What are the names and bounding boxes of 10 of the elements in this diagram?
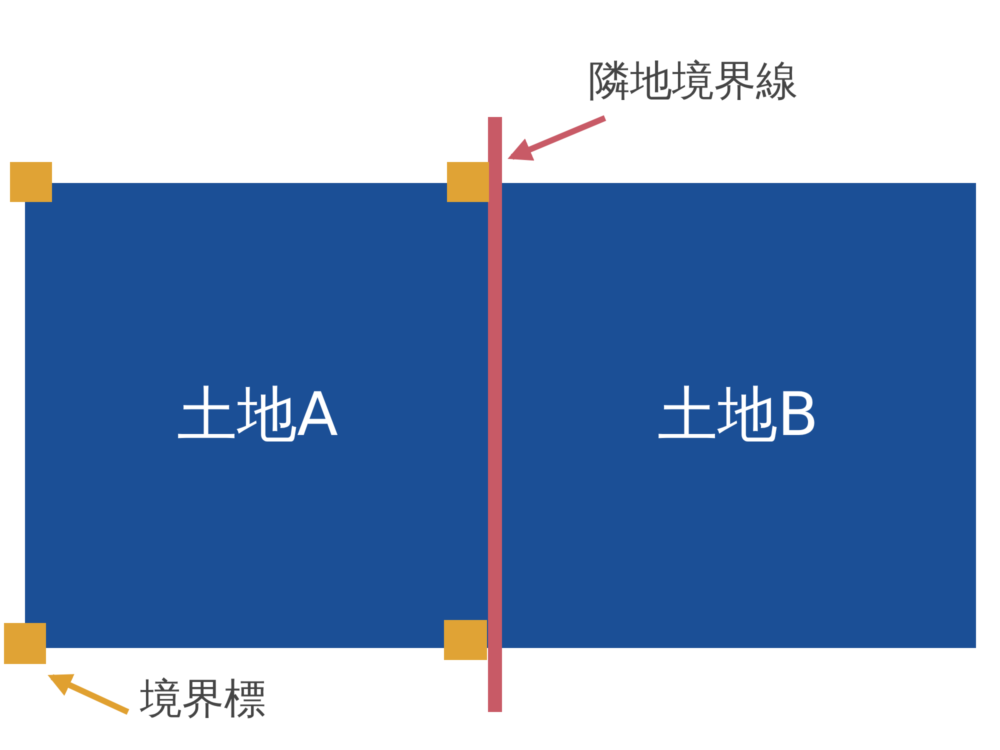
boundary-marker (4, 623, 46, 664)
land-plot: 土地B (500, 183, 976, 648)
leader-arrow (508, 115, 606, 161)
leader-arrow (48, 674, 130, 715)
boundary-marker (444, 620, 487, 660)
callout-label: 隣地境界線 (588, 60, 798, 102)
land-plot: 土地A (25, 183, 490, 648)
boundary-marker (447, 162, 489, 202)
callout-label: 境界標 (140, 678, 266, 720)
boundary-marker (10, 162, 52, 202)
